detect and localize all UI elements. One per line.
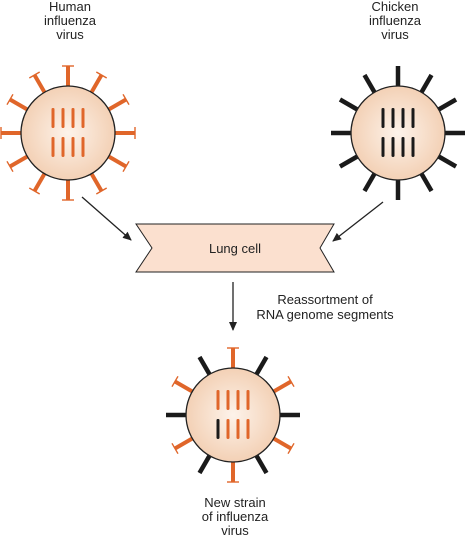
new-strain-label-line: New strain xyxy=(204,495,266,510)
rna-segment xyxy=(226,390,230,410)
spike xyxy=(362,73,378,96)
rna-segment xyxy=(391,137,395,157)
human-virus-label-line: influenza xyxy=(43,13,97,28)
spike-tip xyxy=(171,442,179,455)
spike xyxy=(105,97,128,113)
spike xyxy=(253,355,269,378)
rna-segment xyxy=(51,108,55,128)
human-virus-label-line: Human xyxy=(49,0,91,14)
spike xyxy=(32,73,48,96)
rna-segment xyxy=(71,137,75,157)
spike-tip xyxy=(6,160,14,173)
spike xyxy=(8,97,31,113)
spike xyxy=(88,170,104,193)
chicken-influenza-virus xyxy=(331,66,465,200)
rna-segment xyxy=(236,419,240,439)
rna-segment xyxy=(236,390,240,410)
chicken-virus-label-line: virus xyxy=(381,27,409,42)
spike xyxy=(173,379,196,395)
new-strain-label-line: of influenza xyxy=(201,509,269,524)
rna-segment xyxy=(216,419,220,439)
rna-segment xyxy=(71,108,75,128)
rna-segment xyxy=(401,137,405,157)
spike-tip xyxy=(95,187,108,195)
rna-segment xyxy=(246,419,250,439)
rna-segment xyxy=(411,108,415,128)
spike-tip xyxy=(95,71,108,79)
arrow-chicken-to-lung xyxy=(332,201,384,242)
chicken-virus-label-line: influenza xyxy=(368,13,422,28)
rna-segment xyxy=(226,419,230,439)
reassortment-label-line: RNA genome segments xyxy=(256,307,394,322)
rna-segment xyxy=(391,108,395,128)
spike xyxy=(435,97,458,113)
reassortment-label: Reassortment of RNA genome segments xyxy=(250,292,400,322)
spike-tip xyxy=(171,375,179,388)
new-strain-label-line: virus xyxy=(221,523,249,538)
rna-segment xyxy=(81,108,85,128)
human-virus-label-line: virus xyxy=(56,27,84,42)
spike-tip xyxy=(6,93,14,106)
arrow-human-to-lung xyxy=(81,196,132,241)
spike xyxy=(270,379,293,395)
reassortment-label-line: Reassortment of xyxy=(277,292,373,307)
virus-envelope xyxy=(185,367,281,463)
spike xyxy=(338,153,361,169)
spike xyxy=(8,153,31,169)
spike xyxy=(197,355,213,378)
spike xyxy=(418,170,434,193)
rna-segment xyxy=(401,108,405,128)
rna-segment xyxy=(246,390,250,410)
spike-tip xyxy=(287,442,295,455)
spike xyxy=(253,452,269,475)
virus-envelope xyxy=(350,85,446,181)
spike xyxy=(418,73,434,96)
rna-segment xyxy=(381,108,385,128)
spike xyxy=(32,170,48,193)
chicken-virus-label-line: Chicken xyxy=(371,0,419,14)
rna-segment xyxy=(216,390,220,410)
spike xyxy=(435,153,458,169)
virus-envelope xyxy=(20,85,116,181)
new-strain-virus xyxy=(166,347,300,483)
spike-tip xyxy=(28,71,41,79)
spike xyxy=(197,452,213,475)
human-virus-label: Human influenza virus xyxy=(15,0,125,42)
chicken-virus-label: Chicken influenza virus xyxy=(340,0,450,42)
rna-segment xyxy=(81,137,85,157)
spike xyxy=(173,435,196,451)
spike xyxy=(105,153,128,169)
spike xyxy=(270,435,293,451)
spike xyxy=(338,97,361,113)
rna-segment xyxy=(61,137,65,157)
spike-tip xyxy=(28,187,41,195)
rna-segment xyxy=(381,137,385,157)
spike xyxy=(362,170,378,193)
spike-tip xyxy=(122,93,130,106)
rna-segment xyxy=(51,137,55,157)
lung-cell-label: Lung cell xyxy=(208,241,262,256)
new-strain-label: New strain of influenza virus xyxy=(170,496,300,538)
rna-segment xyxy=(411,137,415,157)
spike xyxy=(88,73,104,96)
lung-cell-shape xyxy=(135,223,335,273)
human-influenza-virus xyxy=(0,65,136,201)
spike-tip xyxy=(287,375,295,388)
rna-segment xyxy=(61,108,65,128)
spike-tip xyxy=(122,160,130,173)
